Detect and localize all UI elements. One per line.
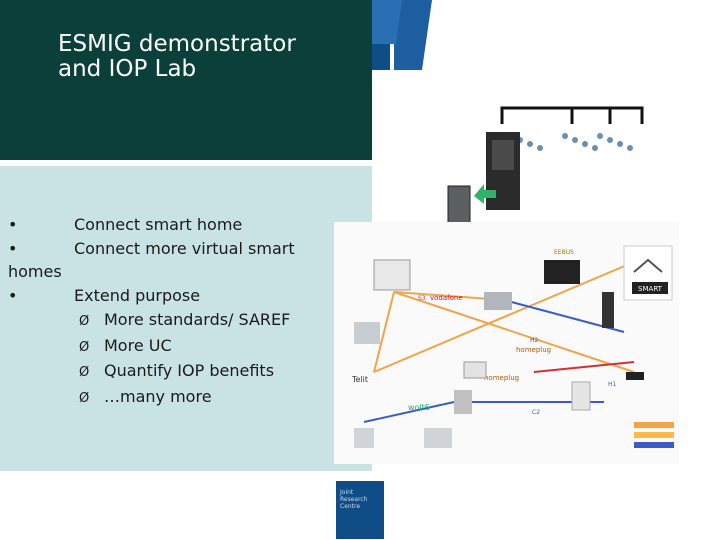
bullet-marker: • — [8, 238, 18, 258]
content-panel — [0, 166, 372, 471]
commission-header-graphic — [372, 0, 720, 70]
bullet-item: • Connect smart home — [8, 213, 338, 237]
sub-bullet-item: Ø More UC — [8, 334, 338, 360]
bullet-list: •Connect smart home •Connect more virtua… — [8, 213, 338, 411]
arrow-bullet-icon: Ø — [79, 390, 90, 406]
architecture-diagram: SMART EEBUS vodafone homeplug homeplug T… — [334, 222, 679, 464]
bullet-text: Connect smart home — [74, 215, 243, 234]
bullet-text: Connect more virtual smart homes — [8, 238, 295, 282]
bullet-text: More standards/ SAREF — [104, 309, 291, 329]
bullet-item: •Connect more virtual smart homes — [8, 237, 338, 284]
s3-label: S3 — [418, 295, 426, 302]
sub-bullet-item: Ø …many more — [8, 385, 338, 411]
smart-badge-label: SMART — [638, 285, 663, 293]
bullet-item: • Extend purpose — [8, 284, 338, 308]
vodafone-logo: vodafone — [430, 294, 463, 302]
eebus-logo: EEBUS — [554, 249, 574, 256]
homeplug-logo: homeplug — [516, 346, 551, 354]
jrc-logo-text: Joint Research Centre — [340, 489, 368, 510]
h2-label: H2 — [530, 337, 539, 344]
bullet-marker: • — [8, 286, 18, 306]
bullet-text: …many more — [104, 386, 212, 406]
slide-title: ESMIG demonstrator and IOP Lab — [58, 31, 296, 82]
c2-label: C2 — [532, 409, 540, 416]
sub-bullet-item: Ø Quantify IOP benefits — [8, 359, 338, 385]
title-panel — [0, 0, 372, 160]
bullet-text: Extend purpose — [74, 286, 201, 306]
bullet-text: Quantify IOP benefits — [104, 361, 275, 381]
h1-label: H1 — [608, 381, 617, 388]
arrow-bullet-icon: Ø — [79, 339, 90, 355]
hardware-photo — [447, 106, 644, 277]
wolt-logo: woltS — [408, 403, 430, 412]
bullet-marker: • — [8, 215, 18, 234]
homeplug-logo-2: homeplug — [484, 374, 519, 382]
bullet-text: More UC — [104, 335, 172, 355]
jrc-logo: Joint Research Centre — [336, 481, 384, 539]
telit-logo: Telit — [351, 375, 368, 384]
arrow-bullet-icon: Ø — [79, 313, 90, 329]
sub-bullet-item: Ø More standards/ SAREF — [8, 308, 338, 334]
arrow-bullet-icon: Ø — [79, 365, 90, 381]
